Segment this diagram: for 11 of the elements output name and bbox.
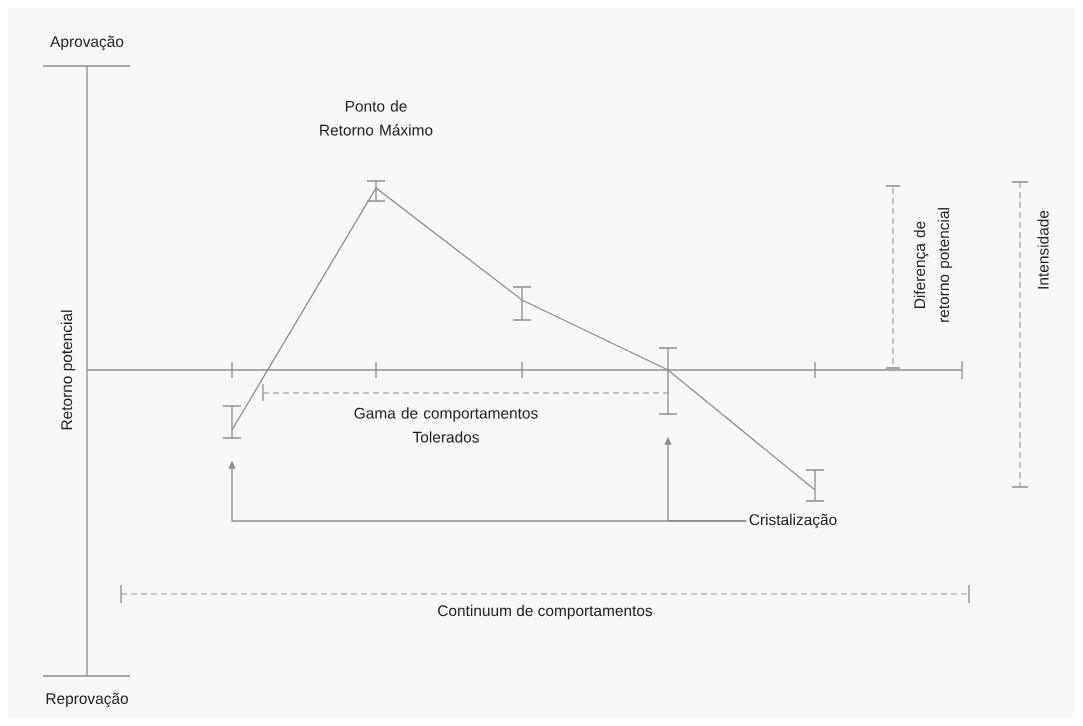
dimension-label: Intensidade [1037, 210, 1049, 289]
axis-label: Reprovação [46, 692, 128, 708]
error-bar [222, 405, 242, 439]
callout-text: Cristalização [749, 513, 837, 529]
dimension-label: Diferença de retorno potencial [913, 208, 953, 322]
dimension-label: Continuum de comportamentos [438, 604, 653, 620]
peak-label: Ponto de Retorno Máximo [320, 100, 433, 136]
axis-label: Retorno potencial [60, 310, 76, 430]
error-bar [658, 347, 678, 415]
dimension-label: Gama de comportamentos Tolerados [354, 407, 538, 443]
axis-label: Aprovação [50, 35, 124, 51]
